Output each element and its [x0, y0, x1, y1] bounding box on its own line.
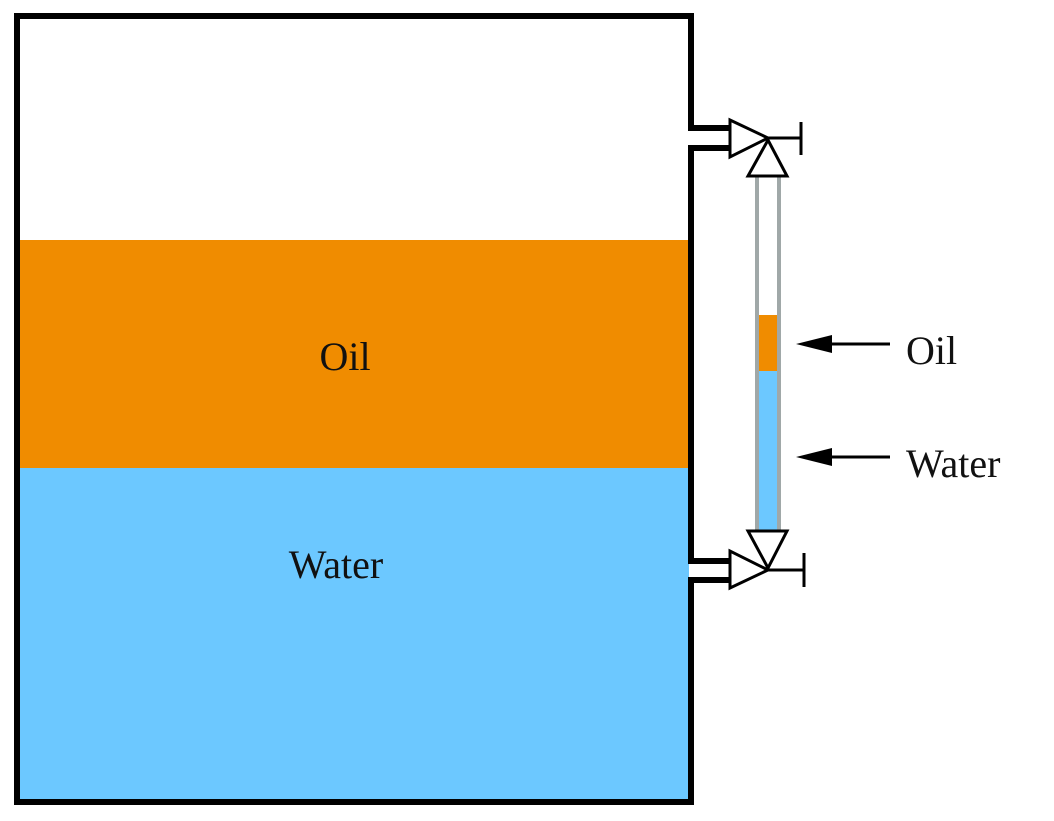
lower-valve-icon	[728, 529, 806, 591]
lower-valve-body-vertical	[745, 529, 790, 572]
oil-arrow-head-icon	[796, 335, 832, 353]
tank-oil-layer	[17, 240, 689, 469]
tank-oil-label: Oil	[319, 334, 370, 379]
tank-water-layer	[17, 468, 689, 802]
sight-glass-oil-label: Oil	[906, 328, 957, 373]
lower-valve-body-horizontal	[728, 548, 772, 591]
upper-valve-body-vertical	[745, 136, 790, 178]
tank-outline	[14, 13, 694, 805]
upper-valve-icon	[728, 117, 803, 178]
tank-wall	[14, 13, 694, 805]
sight-glass-arrows	[796, 335, 890, 466]
water-arrow-head-icon	[796, 448, 832, 466]
sight-glass-water-level	[759, 371, 777, 531]
lower-nozzle	[688, 558, 730, 583]
tank-contents	[17, 240, 689, 802]
upper-nozzle	[688, 125, 730, 151]
tank-water-label: Water	[289, 542, 384, 587]
sight-glass-oil-level	[759, 315, 777, 372]
sight-glass-water-label: Water	[906, 441, 1001, 486]
upper-valve-body-horizontal	[728, 117, 772, 160]
sight-glass	[755, 176, 781, 531]
